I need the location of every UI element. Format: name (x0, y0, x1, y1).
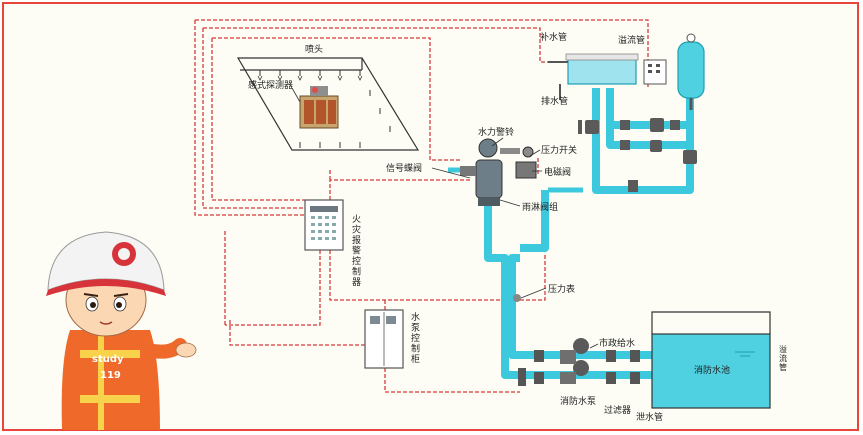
vertical-labels: 火灾报警控制器 水泵控制柜 溢流管 (352, 214, 787, 372)
pressure-tank (677, 33, 705, 110)
deluge-valve-assembly (460, 138, 537, 206)
label-drain-pipe: 排水管 (541, 95, 568, 107)
label-fire-panel: 火灾报警控制器 (352, 214, 361, 288)
small-panel (643, 59, 667, 85)
firefighter-mascot: study 119 (46, 231, 197, 430)
label-deluge-valve: 雨淋阀组 (522, 201, 558, 213)
label-pressure-switch: 压力开关 (541, 144, 577, 156)
label-fire-pump: 消防水泵 (560, 395, 596, 407)
diagram-labels: 喷头 感式探测器 水力警铃 压力开关 电磁阀 信号蝶阀 雨淋阀组 补水管 溢流管… (248, 31, 730, 423)
label-solenoid: 电磁阀 (544, 166, 571, 178)
mascot-shirt-text: study (92, 354, 124, 365)
label-filter: 过滤器 (604, 404, 631, 416)
label-makeup-pipe: 补水管 (540, 31, 567, 43)
label-overflow-pipe-right: 溢流管 (779, 344, 787, 372)
mascot-badge-number: 119 (100, 370, 121, 381)
makeup-tank (548, 53, 639, 100)
label-pool: 消防水池 (694, 364, 730, 376)
label-detector: 感式探测器 (248, 79, 293, 91)
label-discharge-pipe: 泄水管 (636, 411, 663, 423)
transformer-icon (299, 86, 339, 129)
label-pump-panel: 水泵控制柜 (411, 311, 420, 365)
label-water-bell: 水力警铃 (478, 126, 514, 138)
label-municipal: 市政给水 (599, 337, 635, 349)
pump-control-cabinet (364, 309, 404, 369)
label-nozzle: 喷头 (305, 44, 323, 55)
label-signal-valve: 信号蝶阀 (386, 162, 422, 174)
pump-group (513, 294, 640, 386)
label-overflow-pipe-top: 溢流管 (618, 34, 645, 46)
protected-room (236, 57, 420, 151)
leader-lines (291, 87, 599, 349)
label-pressure-gauge: 压力表 (548, 283, 575, 295)
fire-pool (651, 311, 771, 409)
loop-valves (578, 118, 697, 192)
fire-alarm-controller (304, 199, 344, 251)
